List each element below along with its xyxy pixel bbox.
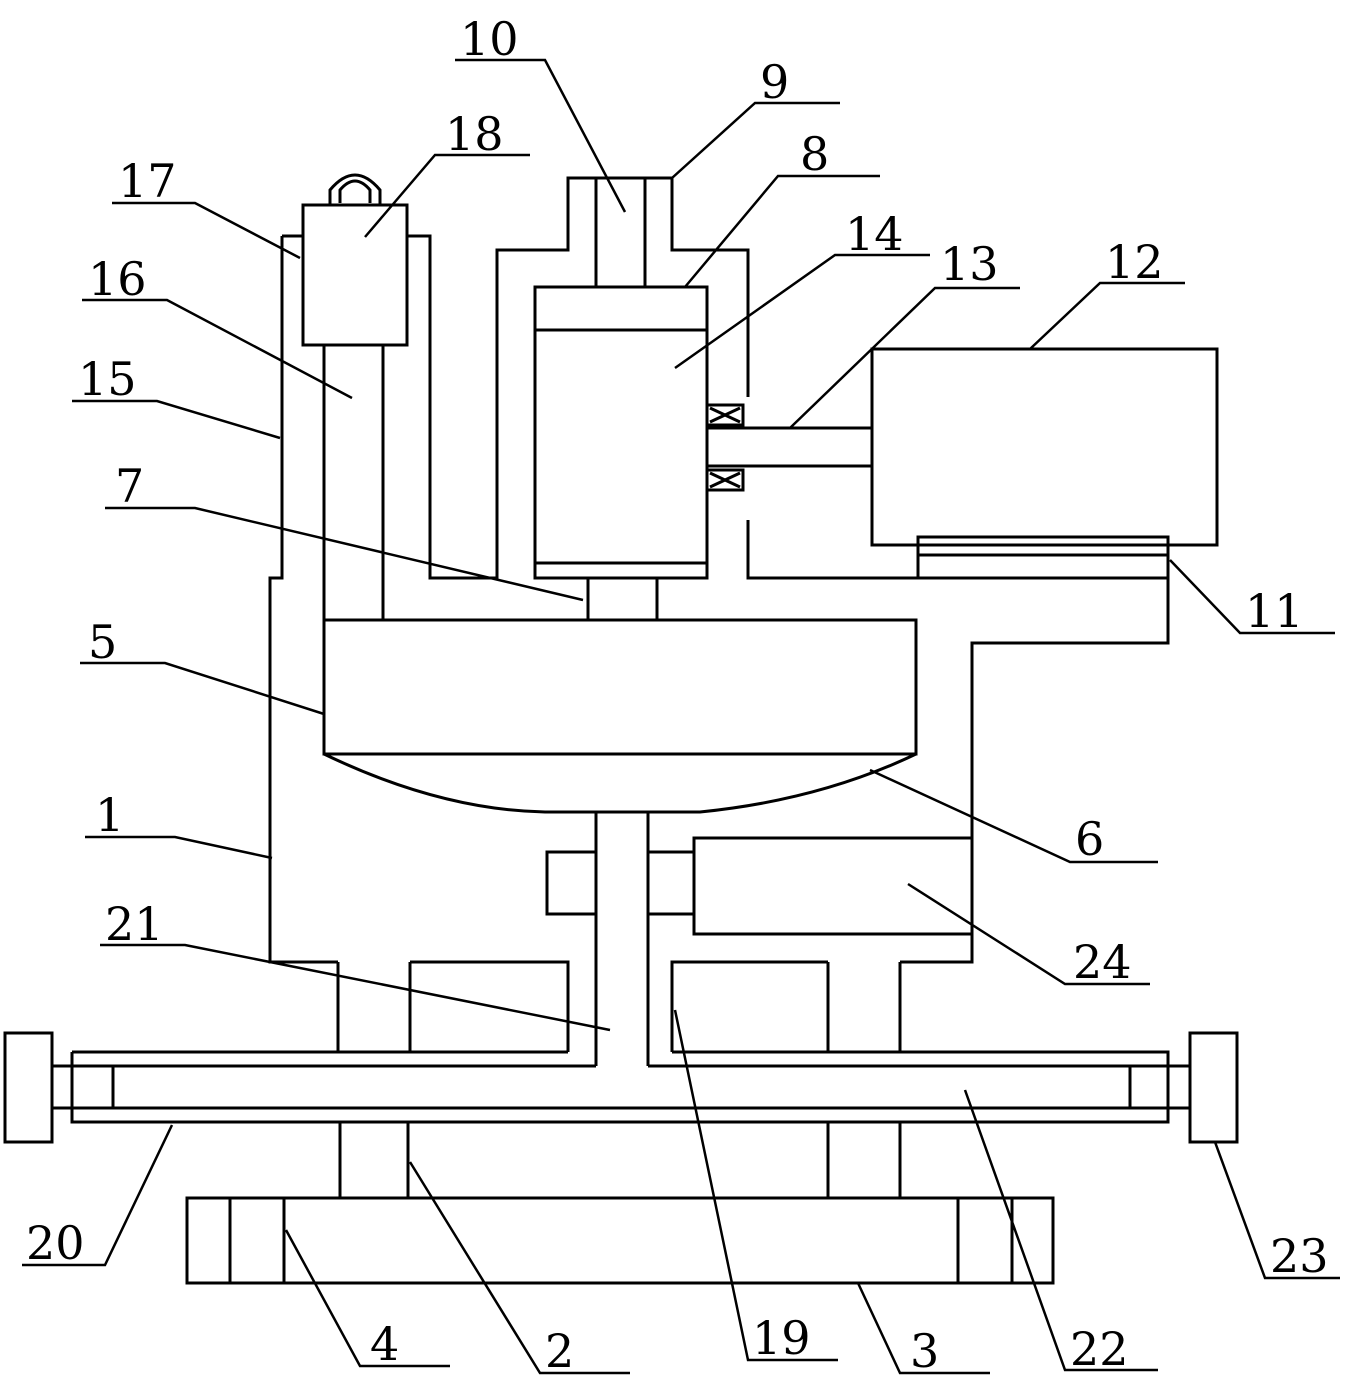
leader-16 (82, 298, 353, 400)
end-cap-left (3, 1031, 54, 1144)
leader-17 (112, 201, 301, 260)
label-2: 2 (545, 1324, 574, 1378)
lifting-handle (328, 173, 382, 205)
leader-lines (22, 58, 1340, 1375)
label-20: 20 (26, 1216, 85, 1270)
mixing-tank (322, 618, 918, 756)
conveyor-outer (70, 1050, 1170, 1124)
label-15: 15 (78, 352, 137, 406)
leader-19 (673, 1009, 838, 1362)
label-23: 23 (1270, 1229, 1329, 1283)
label-14: 14 (845, 207, 904, 261)
end-cap-right (1188, 1031, 1239, 1144)
leader-18 (364, 153, 530, 238)
label-18: 18 (445, 107, 504, 161)
leader-21 (100, 943, 611, 1032)
leader-1 (85, 835, 273, 860)
label-11: 11 (1245, 584, 1304, 638)
label-19: 19 (752, 1311, 811, 1365)
label-4: 4 (370, 1317, 399, 1371)
leader-13 (789, 286, 1020, 429)
leader-15 (72, 399, 281, 440)
bearing-top (705, 403, 745, 427)
part-labels: 10 9 18 8 17 14 13 12 16 15 7 11 5 6 1 2… (26, 12, 1329, 1378)
leader-7 (105, 506, 584, 602)
shaft-collar-right (646, 850, 696, 916)
leader-8 (684, 174, 880, 288)
label-9: 9 (760, 55, 789, 109)
label-3: 3 (910, 1324, 939, 1378)
label-12: 12 (1105, 235, 1164, 289)
motor-base (916, 535, 1170, 580)
label-17: 17 (118, 154, 177, 208)
frame (268, 176, 1170, 1052)
leader-22 (963, 1089, 1158, 1372)
label-1: 1 (95, 788, 124, 842)
label-8: 8 (800, 127, 829, 181)
side-motor (692, 836, 974, 936)
shaft-collar-left (545, 850, 598, 916)
tank-bottom (323, 752, 917, 814)
leader-20 (22, 1124, 174, 1267)
leader-2 (408, 1161, 630, 1375)
label-21: 21 (105, 897, 164, 951)
leader-14 (674, 253, 930, 370)
bearing-top-x (709, 406, 741, 424)
leader-10 (455, 58, 627, 213)
bearing-bottom (705, 468, 745, 492)
label-16: 16 (88, 252, 147, 306)
leader-11 (1169, 559, 1335, 635)
leader-3 (856, 1282, 990, 1375)
leader-23 (1213, 1141, 1340, 1280)
hopper-box (301, 203, 409, 347)
leader-4 (284, 1229, 450, 1368)
base-plate (185, 1196, 1055, 1285)
leader-9 (671, 101, 840, 179)
leader-24 (907, 882, 1150, 986)
leader-12 (1029, 281, 1185, 350)
label-13: 13 (940, 237, 999, 291)
bearing-bottom-x (709, 471, 741, 489)
conveyor-inner (52, 1064, 1190, 1110)
label-24: 24 (1073, 935, 1132, 989)
leader-5 (80, 661, 325, 716)
label-5: 5 (88, 615, 117, 669)
motor (870, 347, 1219, 547)
leader-6 (869, 768, 1158, 864)
inner-drum (533, 285, 709, 580)
label-6: 6 (1075, 812, 1104, 866)
label-10: 10 (460, 12, 519, 66)
label-22: 22 (1070, 1322, 1129, 1376)
label-7: 7 (115, 459, 144, 513)
